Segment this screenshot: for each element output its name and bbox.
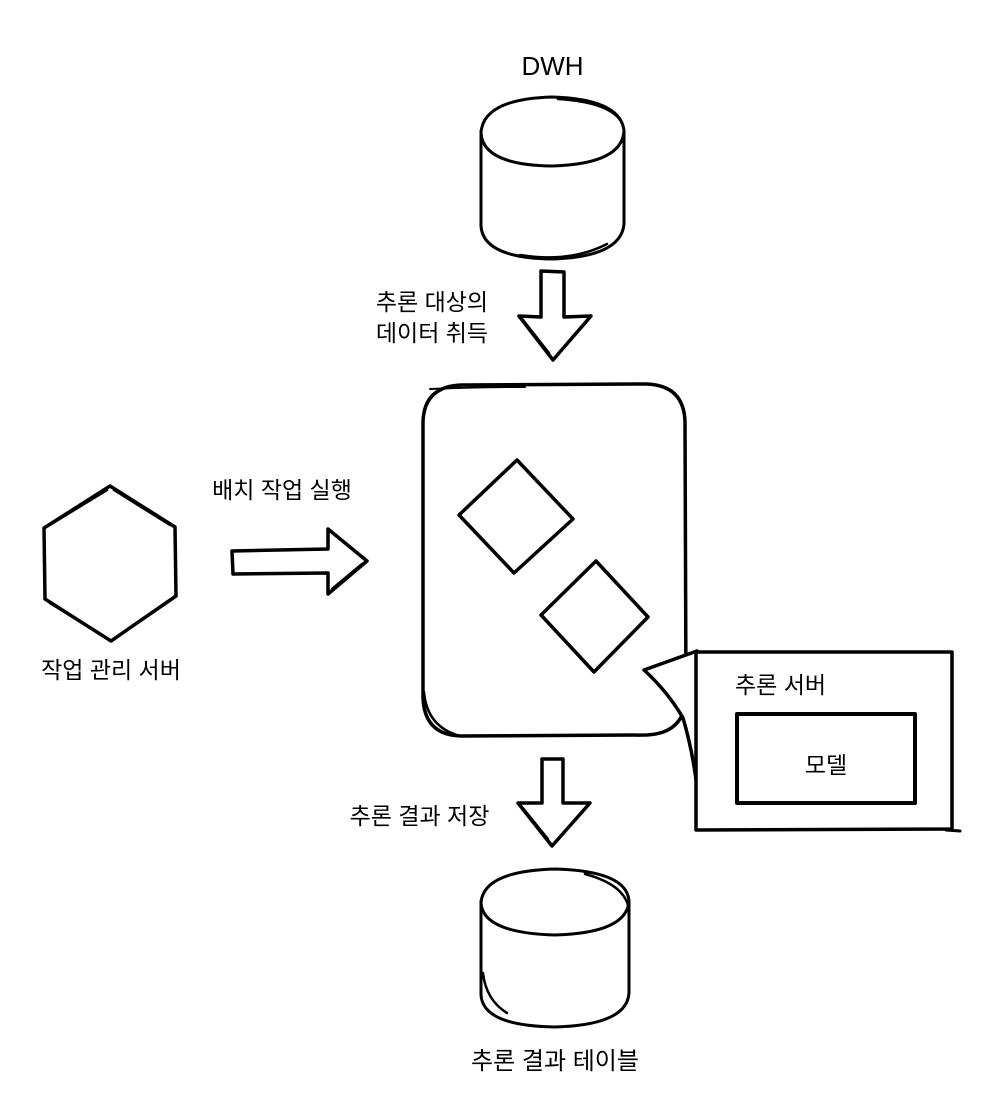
job-server-hexagon-icon — [42, 484, 178, 643]
result-table-label: 추론 결과 테이블 — [471, 1048, 639, 1075]
result-database-icon — [479, 867, 631, 1029]
dwh-label: DWH — [521, 51, 584, 81]
inference-server-label: 추론 서버 — [735, 672, 827, 698]
job-diamond-2-icon — [539, 559, 650, 674]
arrow-right-batch-accent — [330, 562, 364, 591]
save-result-edge-label: 추론 결과 저장 — [349, 803, 490, 829]
arrow-down-save-accent — [520, 805, 550, 841]
arrow-down-data-fetch-accent — [521, 318, 551, 355]
model-label: 모델 — [804, 752, 848, 778]
batch-container-box — [421, 382, 688, 738]
arrow-right-batch-icon — [230, 527, 369, 596]
data-fetch-edge-label: 추론 대상의 데이터 취득 — [375, 289, 489, 346]
job-server-label: 작업 관리 서버 — [41, 657, 181, 683]
job-diamond-1-icon — [457, 458, 575, 575]
batch-exec-edge-label: 배치 작업 실행 — [212, 477, 352, 503]
dwh-database-icon — [479, 95, 626, 261]
arrow-down-data-fetch-icon — [517, 269, 593, 362]
model-box — [735, 712, 917, 805]
arrow-down-save-icon — [516, 757, 592, 848]
